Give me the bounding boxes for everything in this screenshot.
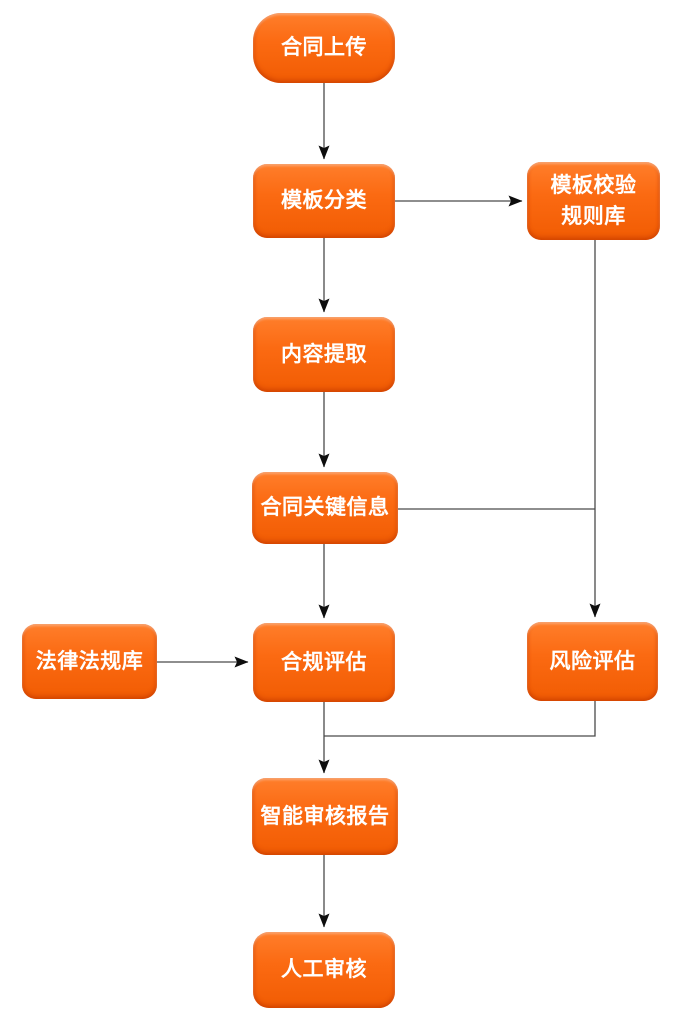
flow-node-label-template-classify: 模板分类 — [281, 189, 367, 213]
flow-node-label-contract-upload: 合同上传 — [281, 36, 367, 60]
flow-node-contract-key-info: 合同关键信息 — [252, 472, 398, 544]
flow-node-label-smart-review-report: 智能审核报告 — [260, 804, 390, 828]
flow-node-law-regulation-lib: 法律法规库 — [22, 624, 157, 699]
flow-node-label-template-rule-lib: 模板校验 规则库 — [550, 173, 637, 229]
flow-node-label-risk-eval: 风险评估 — [549, 649, 636, 673]
flow-node-label-content-extract: 内容提取 — [281, 342, 367, 366]
flow-node-template-rule-lib: 模板校验 规则库 — [527, 162, 660, 240]
flow-node-label-manual-review: 人工审核 — [281, 958, 367, 982]
flow-node-contract-upload: 合同上传 — [253, 13, 395, 83]
flow-node-label-contract-key-info: 合同关键信息 — [260, 496, 390, 520]
flow-node-content-extract: 内容提取 — [253, 317, 395, 392]
flow-node-manual-review: 人工审核 — [253, 932, 395, 1008]
flowchart-edges — [157, 83, 601, 928]
flow-node-smart-review-report: 智能审核报告 — [252, 778, 398, 855]
flow-node-risk-eval: 风险评估 — [527, 622, 658, 701]
flow-node-label-law-regulation-lib: 法律法规库 — [35, 649, 144, 673]
flow-edge-risk-eval-to-smart-review-report — [324, 701, 596, 737]
flow-node-compliance-eval: 合规评估 — [253, 623, 395, 702]
flow-node-template-classify: 模板分类 — [253, 164, 395, 238]
flow-node-label-compliance-eval: 合规评估 — [281, 650, 367, 674]
